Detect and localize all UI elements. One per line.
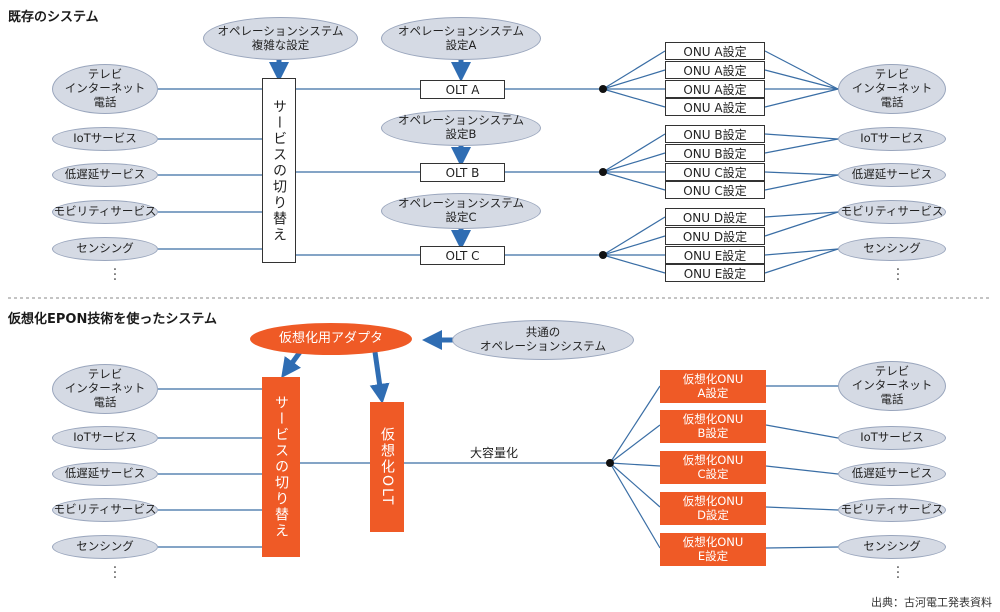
olt-a: OLT A bbox=[420, 80, 505, 99]
right-service-tv-internet-phone: テレビ インターネット 電話 bbox=[838, 64, 946, 114]
more-dots: ··· bbox=[895, 262, 901, 288]
onu-box: ONU B設定 bbox=[665, 125, 765, 143]
virtual-onu-b: 仮想化ONU B設定 bbox=[660, 410, 766, 443]
ops-system-complex: オペレーションシステム 複雑な設定 bbox=[203, 17, 358, 60]
left-service-mobility: モビリティサービス bbox=[52, 498, 158, 522]
left-service-low-latency: 低遅延サービス bbox=[52, 462, 158, 486]
common-ops-system: 共通の オペレーションシステム bbox=[452, 320, 634, 360]
ops-system-c: オペレーションシステム 設定C bbox=[381, 193, 541, 229]
right-service-mobility: モビリティサービス bbox=[838, 200, 946, 224]
virtual-olt-box: 仮想化OLT bbox=[370, 402, 404, 532]
virtual-service-switch-box: サービスの切り替え bbox=[262, 377, 300, 557]
left-service-iot: IoTサービス bbox=[52, 426, 158, 450]
virtual-service-switch-label: サービスの切り替え bbox=[273, 395, 289, 539]
source-credit: 出典：古河電工発表資料 bbox=[871, 596, 992, 609]
service-switch-label: サービスの切り替え bbox=[271, 98, 287, 243]
more-dots: ··· bbox=[112, 560, 118, 586]
onu-box: ONU E設定 bbox=[665, 246, 765, 264]
onu-box: ONU A設定 bbox=[665, 80, 765, 98]
service-switch-box: サービスの切り替え bbox=[262, 78, 296, 263]
virtualization-adapter: 仮想化用アダプタ bbox=[250, 323, 412, 355]
virtual-onu-c: 仮想化ONU C設定 bbox=[660, 451, 766, 484]
right-service-iot: IoTサービス bbox=[838, 426, 946, 450]
left-service-mobility: モビリティサービス bbox=[52, 200, 158, 224]
capacity-label: 大容量化 bbox=[470, 446, 519, 460]
right-service-tv-internet-phone: テレビ インターネット 電話 bbox=[838, 361, 946, 411]
more-dots: ··· bbox=[895, 560, 901, 586]
onu-box: ONU C設定 bbox=[665, 163, 765, 181]
onu-box: ONU A設定 bbox=[665, 61, 765, 79]
section-title-existing: 既存のシステム bbox=[8, 10, 99, 25]
section-title-virtual-epon: 仮想化EPON技術を使ったシステム bbox=[8, 312, 217, 327]
virtual-olt-label: 仮想化OLT bbox=[379, 427, 395, 507]
left-service-iot: IoTサービス bbox=[52, 127, 158, 151]
left-service-sensing: センシング bbox=[52, 535, 158, 559]
onu-box: ONU D設定 bbox=[665, 227, 765, 245]
onu-box: ONU B設定 bbox=[665, 144, 765, 162]
onu-box: ONU E設定 bbox=[665, 264, 765, 282]
virtual-onu-e: 仮想化ONU E設定 bbox=[660, 533, 766, 566]
virtual-onu-a: 仮想化ONU A設定 bbox=[660, 370, 766, 403]
right-service-low-latency: 低遅延サービス bbox=[838, 462, 946, 486]
right-service-sensing: センシング bbox=[838, 237, 946, 261]
virtual-onu-d: 仮想化ONU D設定 bbox=[660, 492, 766, 525]
onu-box: ONU A設定 bbox=[665, 98, 765, 116]
right-service-iot: IoTサービス bbox=[838, 127, 946, 151]
olt-c: OLT C bbox=[420, 246, 505, 265]
onu-box: ONU A設定 bbox=[665, 42, 765, 60]
left-service-tv-internet-phone: テレビ インターネット 電話 bbox=[52, 64, 158, 114]
right-service-low-latency: 低遅延サービス bbox=[838, 163, 946, 187]
left-service-sensing: センシング bbox=[52, 237, 158, 261]
left-service-low-latency: 低遅延サービス bbox=[52, 163, 158, 187]
ops-system-a: オペレーションシステム 設定A bbox=[381, 17, 541, 60]
left-service-tv-internet-phone: テレビ インターネット 電話 bbox=[52, 364, 158, 414]
ops-system-b: オペレーションシステム 設定B bbox=[381, 110, 541, 146]
onu-box: ONU C設定 bbox=[665, 181, 765, 199]
right-service-sensing: センシング bbox=[838, 535, 946, 559]
onu-box: ONU D設定 bbox=[665, 208, 765, 226]
right-service-mobility: モビリティサービス bbox=[838, 498, 946, 522]
olt-b: OLT B bbox=[420, 163, 505, 182]
more-dots: ··· bbox=[112, 262, 118, 288]
